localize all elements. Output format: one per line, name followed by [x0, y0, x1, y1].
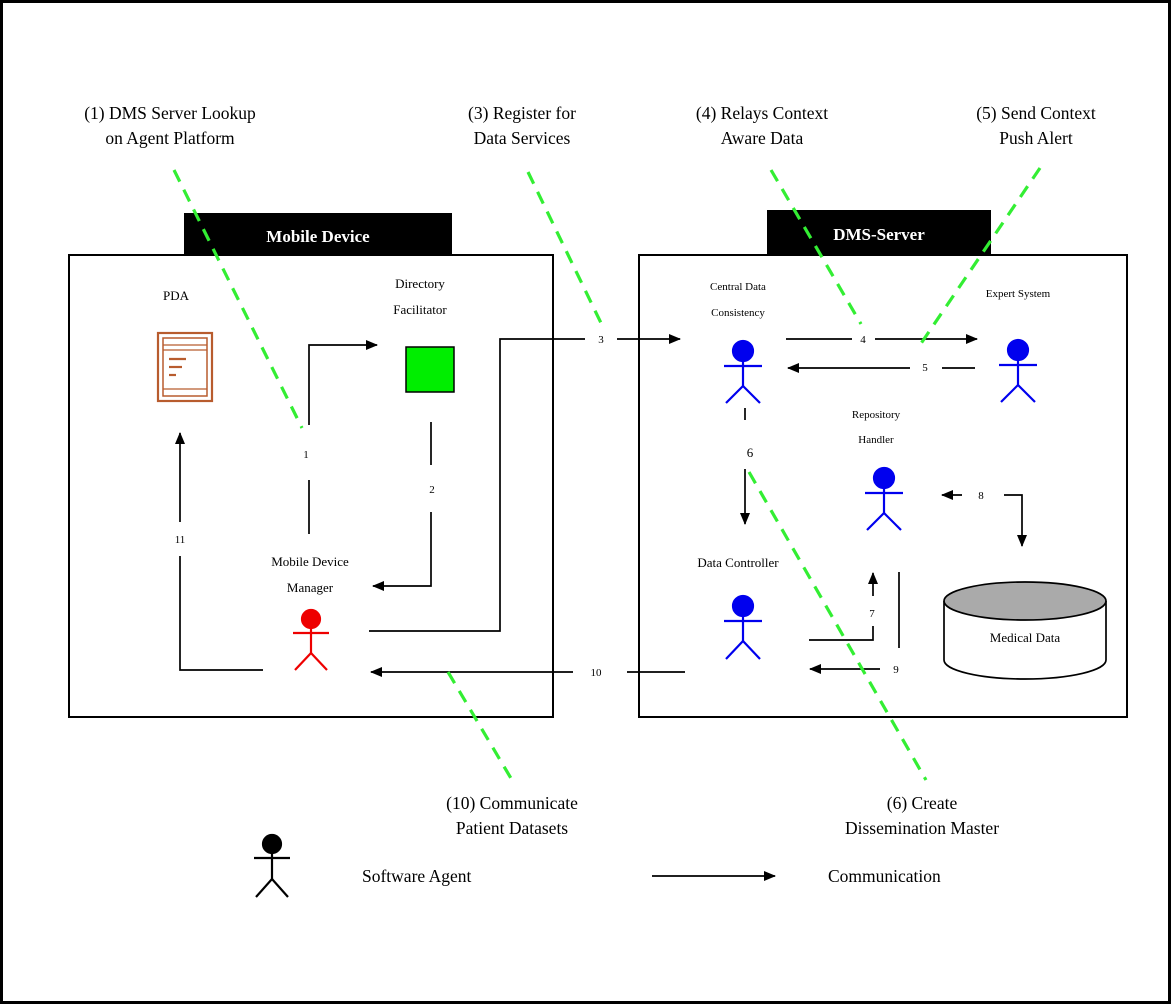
flow-8-right	[1004, 494, 1027, 547]
flow-1-upper	[308, 340, 378, 425]
flow-number-backing	[976, 489, 987, 503]
annotation-line: (5) Send Context	[976, 103, 1096, 123]
annotation-pointer-lines	[172, 167, 1042, 781]
annotation-line: Dissemination Master	[845, 818, 999, 838]
flow-7-lower	[809, 626, 874, 641]
flow-number-backing	[744, 444, 756, 461]
expert-system-label: Expert System	[986, 288, 1051, 300]
flow-number-backing	[920, 361, 931, 375]
flow-number-7: 7	[869, 608, 875, 620]
annotation-line: Data Services	[474, 128, 571, 148]
flow-number-backing	[596, 333, 607, 347]
annotation-line: (4) Relays Context	[696, 103, 828, 123]
flow-number-1: 1	[303, 449, 309, 461]
annotation-relays-context: (4) Relays Context Aware Data	[696, 103, 828, 148]
annotation-line: (1) DMS Server Lookup	[84, 103, 256, 123]
annotation-communicate-datasets: (10) Communicate Patient Datasets	[446, 793, 578, 838]
dms-server-title: DMS-Server	[833, 225, 925, 244]
flow-number-10: 10	[591, 667, 603, 679]
flow-number-9: 9	[893, 664, 899, 676]
directory-facilitator-label: Directory	[395, 276, 445, 291]
pda-document-icon	[156, 331, 214, 403]
flow-number-5: 5	[922, 362, 928, 374]
flow-number-8: 8	[978, 490, 984, 502]
flow-number-backing	[588, 666, 604, 680]
annotation-line: Patient Datasets	[456, 818, 568, 838]
directory-facilitator-label: Facilitator	[393, 302, 447, 317]
annotation-line: Aware Data	[721, 128, 804, 148]
repository-handler-label: Repository	[852, 409, 901, 421]
central-data-consistency-agent-icon	[724, 339, 762, 404]
pointer-line-6	[747, 471, 928, 781]
pointer-line-1	[172, 169, 304, 429]
flow-11-lower	[179, 556, 263, 671]
annotation-line: (3) Register for	[468, 103, 576, 123]
pointer-line-4	[769, 169, 863, 325]
annotation-line: (6) Create	[887, 793, 958, 813]
flow-number-backing	[427, 483, 437, 497]
flow-number-backing	[858, 333, 869, 347]
annotation-line: on Agent Platform	[105, 128, 235, 148]
flow-3-left	[369, 338, 585, 632]
medical-data-database-icon	[943, 581, 1107, 680]
flow-number-backing	[172, 533, 188, 547]
legend-agent-label: Software Agent	[362, 866, 471, 886]
flow-number-4: 4	[860, 334, 866, 346]
annotation-push-alert: (5) Send Context Push Alert	[976, 103, 1096, 148]
central-data-label: Central Data	[710, 281, 766, 293]
central-data-label: Consistency	[711, 307, 765, 319]
mobile-device-title: Mobile Device	[266, 227, 370, 246]
manager-label: Mobile Device	[271, 554, 349, 569]
pointer-line-3	[526, 171, 603, 324]
data-controller-label: Data Controller	[697, 555, 779, 570]
flow-2-lower	[372, 512, 432, 591]
annotation-line: Push Alert	[999, 128, 1073, 148]
flow-number-backing	[301, 448, 311, 462]
legend-communication-label: Communication	[828, 866, 941, 886]
pointer-line-5	[918, 167, 1042, 346]
flow-number-2: 2	[429, 484, 435, 496]
data-controller-agent-icon	[724, 594, 762, 660]
annotation-dissemination-master: (6) Create Dissemination Master	[845, 793, 999, 838]
pda-label: PDA	[163, 288, 190, 303]
expert-system-agent-icon	[999, 338, 1037, 403]
legend: Software Agent Communication	[254, 833, 941, 898]
directory-facilitator-square	[405, 346, 455, 393]
flow-number-11: 11	[175, 534, 186, 546]
manager-label: Manager	[287, 580, 334, 595]
mobile-device-title-bar	[184, 213, 452, 256]
flow-number-3: 3	[598, 334, 604, 346]
mobile-device-manager-agent-icon	[293, 608, 329, 671]
communication-arrows	[175, 334, 1027, 677]
flow-number-6: 6	[747, 445, 754, 460]
repository-handler-agent-icon	[865, 466, 903, 531]
flow-number-backing	[867, 607, 878, 621]
annotation-line: (10) Communicate	[446, 793, 578, 813]
repository-handler-label: Handler	[858, 434, 894, 446]
legend-agent-icon	[254, 833, 290, 898]
medical-data-label: Medical Data	[990, 630, 1061, 645]
dms-server-title-bar	[767, 210, 991, 256]
annotation-register-data-services: (3) Register for Data Services	[468, 103, 576, 148]
annotation-dms-server-lookup: (1) DMS Server Lookup on Agent Platform	[84, 103, 256, 148]
flow-number-backing	[891, 663, 902, 677]
